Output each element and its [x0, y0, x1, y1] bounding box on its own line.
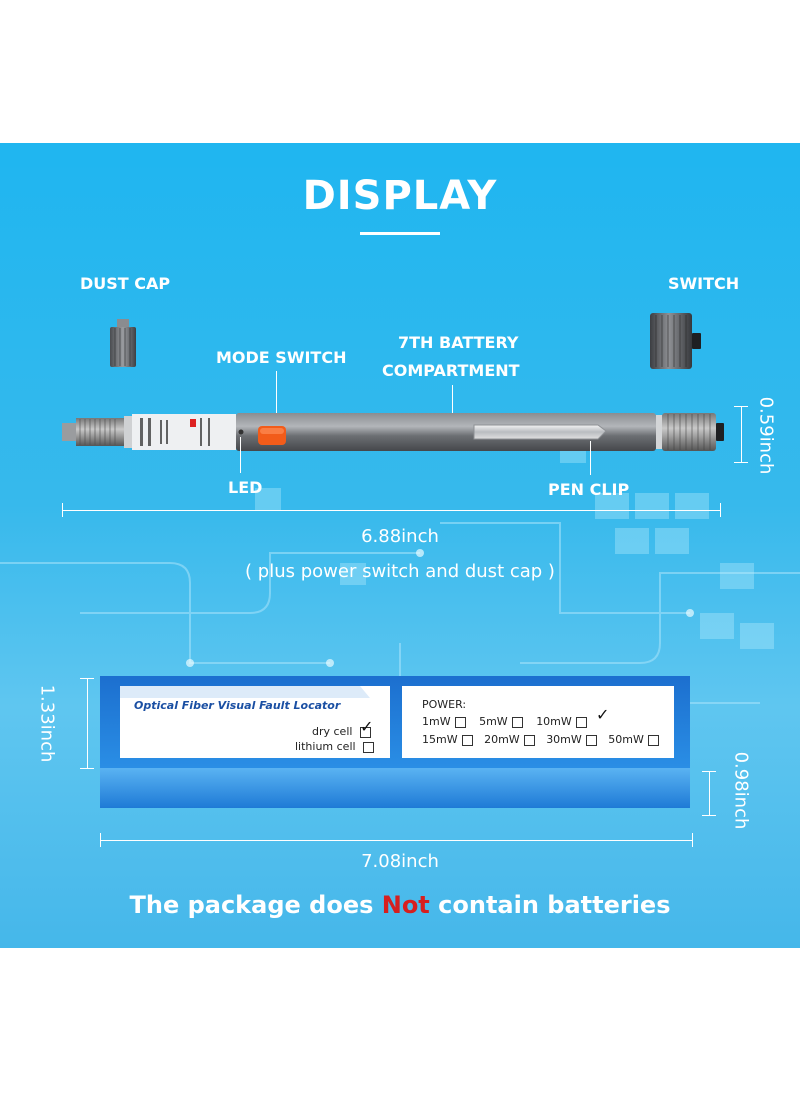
switch-label: SWITCH [668, 274, 740, 293]
length-line [62, 510, 720, 511]
power-row-1: 1mW 5mW 10mW [422, 715, 587, 728]
power-option-50mw: 50mW [608, 733, 644, 746]
box-height-label: 1.33inch [36, 684, 58, 763]
dry-cell-check-icon: ✓ [360, 717, 374, 736]
notice-highlight: Not [381, 891, 430, 919]
box-depth-line [709, 771, 710, 815]
box-depth-tick-bottom [702, 815, 716, 816]
power-option-15mw: 15mW [422, 733, 458, 746]
mode-switch-label: MODE SWITCH [216, 348, 347, 367]
pen-clip-leader [590, 441, 591, 475]
dry-cell-option: dry cell [312, 725, 371, 738]
box-length-tick-right [692, 833, 693, 847]
pen-length-label: 6.88inch [361, 526, 439, 547]
pen-diameter-label: 0.59inch [755, 396, 777, 475]
diameter-line [741, 406, 742, 462]
power-option-10mw: 10mW [536, 715, 572, 728]
power-checkbox-10mw-checked [575, 716, 587, 728]
title-underline [360, 232, 440, 235]
diameter-tick-bottom [734, 462, 748, 463]
power-checkbox-20mw [523, 734, 535, 746]
power-10mw-check-icon: ✓ [596, 705, 610, 724]
box-length-line [100, 840, 692, 841]
power-checkbox-15mw [461, 734, 473, 746]
lithium-cell-checkbox [363, 741, 375, 753]
lithium-cell-option: lithium cell [295, 740, 375, 753]
led-leader [240, 437, 241, 473]
pen-length-note: ( plus power switch and dust cap ) [245, 561, 555, 582]
box-height-tick-bottom [80, 768, 94, 769]
length-tick-right [720, 503, 721, 517]
power-option-20mw: 20mW [484, 733, 520, 746]
page-title: DISPLAY [302, 173, 498, 219]
package-box-image [100, 676, 690, 808]
power-option-1mw: 1mW [422, 715, 451, 728]
switch-image [650, 313, 701, 369]
notice-text-before: The package does [129, 891, 382, 919]
power-label: POWER: [422, 698, 467, 711]
pen-clip-label: PEN CLIP [548, 480, 630, 499]
battery-notice: The package does Not contain batteries [0, 891, 800, 919]
pen-image [62, 413, 724, 451]
power-checkbox-50mw [647, 734, 659, 746]
dust-cap-label: DUST CAP [80, 274, 171, 293]
power-option-30mw: 30mW [546, 733, 582, 746]
battery-leader [452, 385, 453, 427]
power-row-2: 15mW 20mW 30mW 50mW [422, 733, 659, 746]
box-height-line [87, 678, 88, 768]
led-label: LED [228, 478, 263, 497]
dry-cell-label: dry cell [312, 725, 353, 738]
lithium-cell-label: lithium cell [295, 740, 356, 753]
notice-text-after: contain batteries [429, 891, 671, 919]
battery-label-line2: COMPARTMENT [382, 361, 520, 380]
box-length-label: 7.08inch [361, 851, 439, 872]
dust-cap-image [110, 319, 136, 367]
power-option-5mw: 5mW [479, 715, 508, 728]
product-panel: DISPLAY DUST CAP SWITCH MO [0, 143, 800, 948]
battery-label-line1: 7TH BATTERY [398, 333, 519, 352]
mode-switch-leader [276, 371, 277, 419]
dry-cell-checkbox-checked [359, 726, 371, 738]
power-checkbox-5mw [511, 716, 523, 728]
box-depth-label: 0.98inch [730, 751, 752, 830]
power-checkbox-1mw [454, 716, 466, 728]
package-title: Optical Fiber Visual Fault Locator [134, 699, 341, 712]
power-checkbox-30mw [585, 734, 597, 746]
